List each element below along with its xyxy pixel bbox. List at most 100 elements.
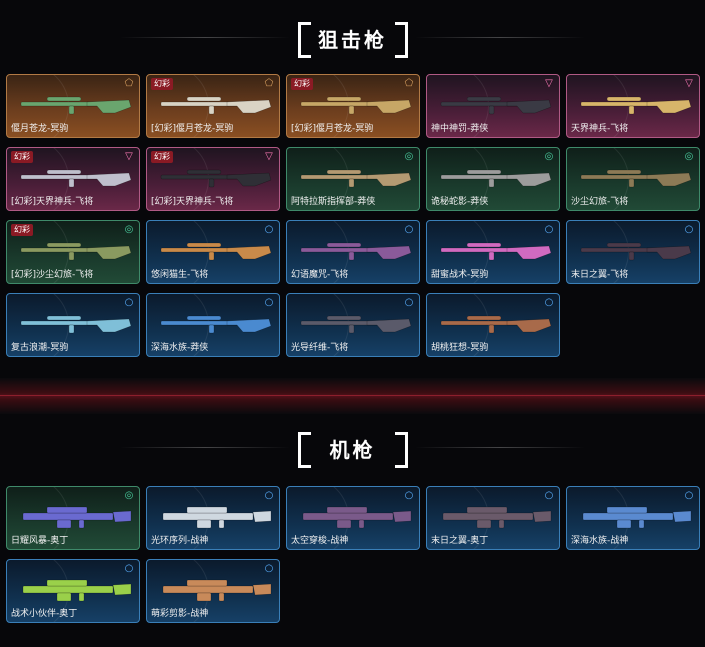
skin-card[interactable]: 幻彩 ▽ [幻彩]天界神兵-飞将 — [6, 147, 140, 211]
machine-gun-icon — [302, 506, 412, 529]
rarity-rare-icon: ◎ — [124, 490, 134, 501]
skin-name: 甜蜜战术-冥驹 — [431, 270, 489, 280]
skin-name: [幻彩]天界神兵-飞将 — [11, 197, 94, 207]
rarity-blue-icon: ○ — [684, 224, 694, 235]
skin-name: 诡秘蛇影-莽侠 — [431, 197, 489, 207]
skin-card[interactable]: ○ 深海水族-战神 — [566, 486, 700, 550]
skin-card[interactable]: ◎日耀风暴-奥丁 — [6, 486, 140, 550]
skin-card[interactable]: ○ 萌彩剪影-战神 — [146, 559, 280, 623]
rarity-blue-icon: ○ — [684, 490, 694, 501]
section-title-sniper: 狙击枪 — [318, 27, 387, 52]
rarity-epic-icon: ▽ — [545, 78, 553, 89]
sniper-rifle-icon — [580, 169, 692, 188]
skin-name: 战术小伙伴-奥丁 — [11, 609, 78, 619]
rarity-rare-icon: ◎ — [544, 151, 554, 162]
section-title-machinegun: 机枪 — [329, 437, 376, 462]
rarity-blue-icon: ○ — [404, 224, 414, 235]
sniper-rifle-icon — [440, 242, 552, 261]
skin-card[interactable]: ⬠ 偃月苍龙-冥驹 — [6, 74, 140, 138]
skin-name: [幻彩]偃月苍龙-冥驹 — [151, 124, 234, 134]
section-title-box: 机枪 — [297, 428, 408, 468]
header-line-left — [120, 37, 290, 38]
skin-card[interactable]: ○悠闲猫生-飞将 — [146, 220, 280, 284]
sniper-rifle-icon — [20, 169, 132, 188]
skin-name: [幻彩]天界神兵-飞将 — [151, 197, 234, 207]
skin-name: 阿特拉斯指挥部-莽侠 — [291, 197, 376, 207]
rarity-blue-icon: ○ — [404, 297, 414, 308]
rarity-blue-icon: ○ — [544, 297, 554, 308]
sniper-rifle-icon — [160, 169, 272, 188]
sniper-rifle-icon — [440, 96, 552, 115]
skin-card[interactable]: ◎阿特拉斯指挥部-莽侠 — [286, 147, 420, 211]
skin-name: 末日之翼-飞将 — [571, 270, 629, 280]
sniper-rifle-icon — [300, 242, 412, 261]
skin-card[interactable]: ○ 胡桃狂想-冥驹 — [426, 293, 560, 357]
rarity-blue-icon: ○ — [544, 224, 554, 235]
skin-card[interactable]: ○太空穿梭-战神 — [286, 486, 420, 550]
sniper-rifle-icon — [580, 242, 692, 261]
skin-name: 末日之翼-奥丁 — [431, 536, 489, 546]
sniper-rifle-icon — [160, 96, 272, 115]
rarity-legend-icon: ⬠ — [264, 78, 274, 89]
skin-card[interactable]: ○末日之翼-奥丁 — [426, 486, 560, 550]
skin-card[interactable]: ○ 深海水族-莽侠 — [146, 293, 280, 357]
sniper-rifle-icon — [20, 315, 132, 334]
bracket-left-icon — [297, 22, 311, 58]
skin-name: 偃月苍龙-冥驹 — [11, 124, 69, 134]
sniper-rifle-icon — [300, 96, 412, 115]
skin-card[interactable]: ▽ 神中神罚-莽侠 — [426, 74, 560, 138]
skin-card[interactable]: ○ 幻语魔咒-飞将 — [286, 220, 420, 284]
skin-name: 光导纤维-飞将 — [291, 343, 349, 353]
skin-name: 幻语魔咒-飞将 — [291, 270, 349, 280]
rarity-blue-icon: ○ — [264, 563, 274, 574]
skin-card[interactable]: ○ 甜蜜战术-冥驹 — [426, 220, 560, 284]
rarity-rare-icon: ◎ — [124, 224, 134, 235]
skin-name: [幻彩]沙尘幻旅-飞将 — [11, 270, 94, 280]
sniper-rifle-icon — [440, 315, 552, 334]
skin-name: 萌彩剪影-战神 — [151, 609, 209, 619]
rarity-blue-icon: ○ — [124, 297, 134, 308]
skin-name: 复古浪潮-冥驹 — [11, 343, 69, 353]
rarity-blue-icon: ○ — [264, 490, 274, 501]
skin-name: 胡桃狂想-冥驹 — [431, 343, 489, 353]
chroma-tag: 幻彩 — [11, 151, 33, 163]
skin-card[interactable]: ○ 光环序列-战神 — [146, 486, 280, 550]
rarity-blue-icon: ○ — [264, 224, 274, 235]
skin-card[interactable]: ◎沙尘幻旅-飞将 — [566, 147, 700, 211]
skin-card[interactable]: ▽天界神兵-飞将 — [566, 74, 700, 138]
skin-card[interactable]: 幻彩 ◎ [幻彩]沙尘幻旅-飞将 — [6, 220, 140, 284]
machine-gun-icon — [22, 579, 132, 602]
rarity-legend-icon: ⬠ — [124, 78, 134, 89]
rarity-blue-icon: ○ — [264, 297, 274, 308]
skin-card[interactable]: 幻彩⬠[幻彩]偃月苍龙-冥驹 — [146, 74, 280, 138]
skin-card[interactable]: ○战术小伙伴-奥丁 — [6, 559, 140, 623]
skin-card[interactable]: ○ 光导纤维-飞将 — [286, 293, 420, 357]
sniper-rifle-icon — [300, 315, 412, 334]
section-header-machinegun: 机枪 — [0, 428, 705, 468]
skin-name: 光环序列-战神 — [151, 536, 209, 546]
rarity-epic-icon: ▽ — [125, 151, 133, 162]
header-line-right — [415, 37, 585, 38]
chroma-tag: 幻彩 — [11, 224, 33, 236]
header-line-right — [415, 447, 585, 448]
sniper-rifle-icon — [580, 96, 692, 115]
section-header-sniper: 狙击枪 — [0, 18, 705, 58]
sniper-rifle-icon — [440, 169, 552, 188]
chroma-tag: 幻彩 — [291, 78, 313, 90]
machine-gun-icon — [162, 579, 272, 602]
machine-gun-icon — [442, 506, 552, 529]
skin-card[interactable]: 幻彩⬠[幻彩]偃月苍龙-冥驹 — [286, 74, 420, 138]
skin-card[interactable]: ○ 复古浪潮-冥驹 — [6, 293, 140, 357]
section-title-box: 狙击枪 — [297, 18, 408, 58]
skin-card[interactable]: 幻彩▽[幻彩]天界神兵-飞将 — [146, 147, 280, 211]
skin-name: 深海水族-战神 — [571, 536, 629, 546]
rarity-legend-icon: ⬠ — [404, 78, 414, 89]
skin-card[interactable]: ◎ 诡秘蛇影-莽侠 — [426, 147, 560, 211]
sniper-rifle-icon — [160, 242, 272, 261]
skin-card[interactable]: ○ 末日之翼-飞将 — [566, 220, 700, 284]
skin-name: 神中神罚-莽侠 — [431, 124, 489, 134]
skin-name: 太空穿梭-战神 — [291, 536, 349, 546]
skin-name: 深海水族-莽侠 — [151, 343, 209, 353]
header-line-left — [120, 447, 290, 448]
